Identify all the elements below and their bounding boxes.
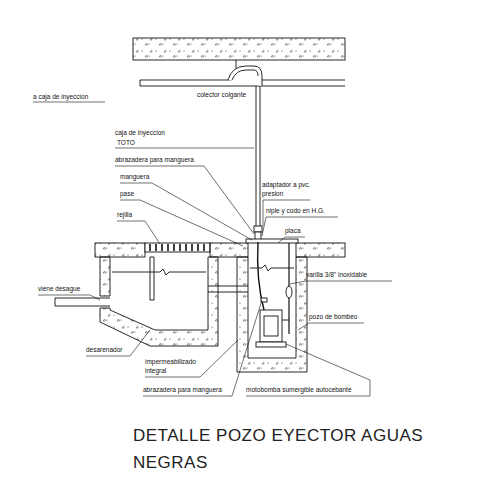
part-label: abrazadera para manguera	[143, 385, 222, 394]
part-label: abrazadera para manguera	[115, 155, 194, 164]
part-label: impermeabilizado integral	[145, 357, 199, 375]
part-label: adaptador a pvc. presion	[262, 180, 314, 198]
part-label: placa	[285, 226, 301, 235]
drawing-title: DETALLE POZO EYECTOR AGUAS NEGRAS	[133, 422, 433, 476]
part-label: manguera	[120, 172, 149, 181]
part-label: viene desague	[38, 284, 80, 293]
leader-lines	[33, 102, 392, 396]
part-label: caja de inyeccion	[115, 128, 165, 137]
part-label: varilla 3/8" inoxidable	[306, 270, 367, 279]
part-label: motobomba sumergible autocebante	[246, 385, 352, 394]
part-label: colector colgante	[197, 90, 246, 99]
part-label: desarenador	[86, 345, 123, 354]
part-label: rejilla	[117, 210, 132, 219]
part-label: niple y codo en H.G.	[266, 206, 325, 215]
part-label: TOTO	[117, 138, 135, 147]
part-label: pozo de bombeo	[309, 312, 357, 321]
part-label: a caja de inyeccion	[33, 92, 88, 101]
part-label: pase	[120, 189, 134, 198]
